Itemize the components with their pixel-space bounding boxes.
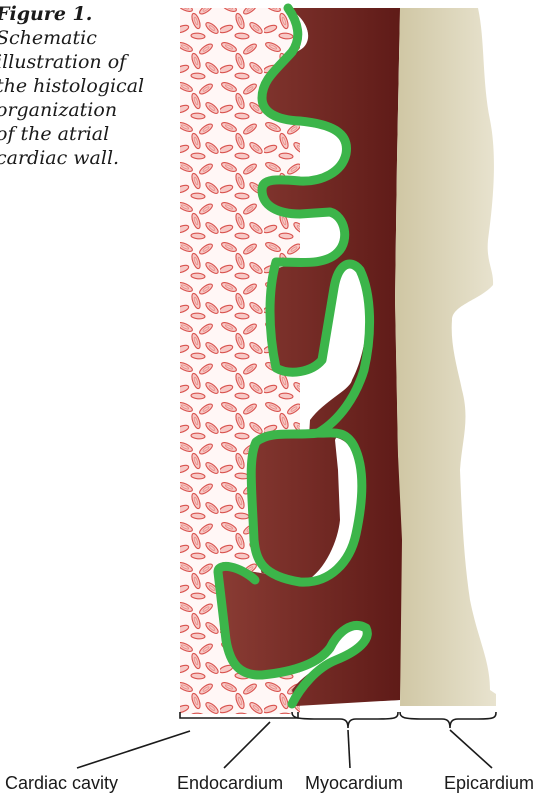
epicardium-region bbox=[395, 8, 496, 706]
label-braces bbox=[180, 712, 496, 728]
label-epicardium: Epicardium bbox=[444, 773, 534, 793]
myocardium-leader bbox=[348, 730, 350, 768]
epicardium-brace bbox=[400, 712, 496, 728]
myocardium-brace bbox=[292, 712, 398, 728]
label-cardiac-cavity: Cardiac cavity bbox=[5, 773, 118, 793]
endocardium-leader bbox=[224, 722, 270, 768]
label-myocardium: Myocardium bbox=[305, 773, 403, 793]
leader-lines bbox=[77, 722, 492, 768]
cavity-leader bbox=[77, 731, 190, 768]
label-endocardium: Endocardium bbox=[177, 773, 283, 793]
epicardium-leader bbox=[450, 730, 492, 768]
